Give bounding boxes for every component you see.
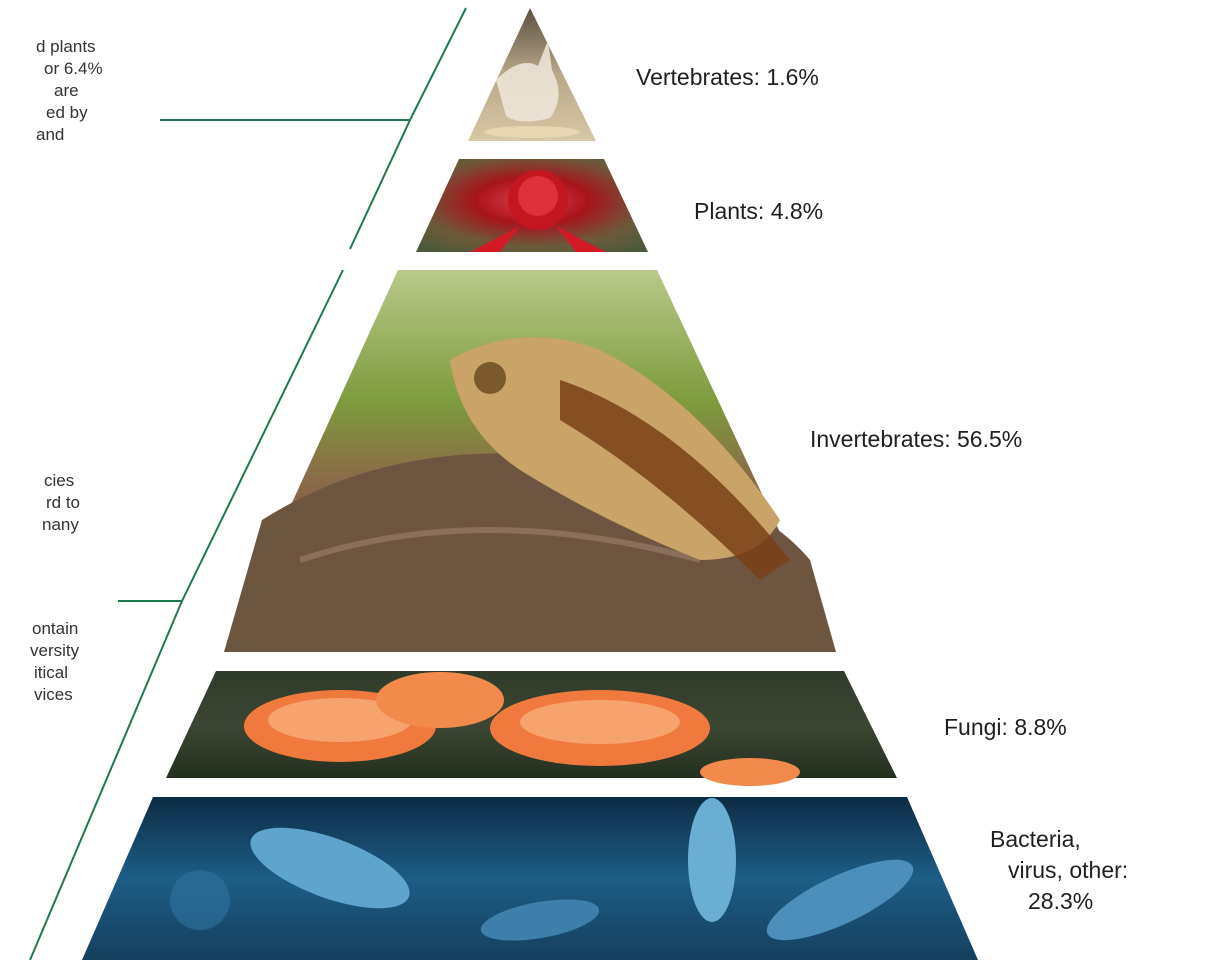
connector-top <box>160 8 466 249</box>
tier-plants <box>416 159 648 252</box>
tier-fungi <box>166 671 897 786</box>
label-fungi: Fungi: 8.8% <box>944 712 1067 743</box>
tier-vertebrates <box>468 8 596 141</box>
label-vertebrates: Vertebrates: 1.6% <box>636 62 819 93</box>
intro-text-bottom-b: ontain versity itical vices <box>0 618 79 706</box>
label-plants: Plants: 4.8% <box>694 196 823 227</box>
label-invertebrates: Invertebrates: 56.5% <box>810 424 1022 455</box>
tier-bacteria <box>82 797 978 960</box>
intro-text-top: d plants or 6.4% are ed by and <box>0 36 103 146</box>
intro-text-bottom-a: cies rd to nany <box>0 470 80 536</box>
label-bacteria: Bacteria, virus, other: 28.3% <box>990 824 1128 917</box>
